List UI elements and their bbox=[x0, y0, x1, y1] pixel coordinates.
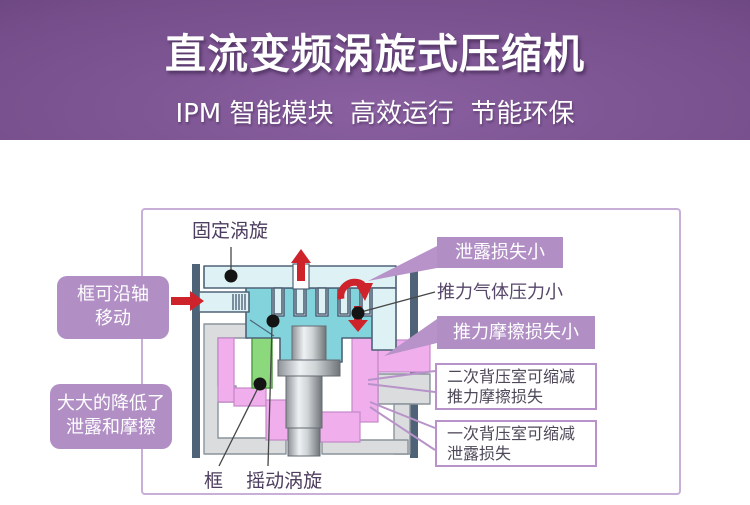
callout-frame-axial-move: 框可沿轴 移动 bbox=[57, 276, 169, 339]
callout-reduce-leak-friction: 大大的降低了 泄露和摩擦 bbox=[50, 384, 172, 449]
header-banner: 直流变频涡旋式压缩机 IPM 智能模块 高效运行 节能环保 bbox=[0, 0, 750, 140]
callout-thrust-friction-small: 推力摩擦损失小 bbox=[437, 316, 595, 349]
callout-leak-loss-small: 泄露损失小 bbox=[437, 237, 563, 268]
callout-secondary-back-pressure: 二次背压室可缩减 推力摩擦损失 bbox=[435, 363, 597, 410]
label-fixed-scroll: 固定涡旋 bbox=[192, 220, 269, 242]
diagram-panel bbox=[141, 208, 681, 495]
callout-primary-back-pressure: 一次背压室可缩减 泄露损失 bbox=[435, 420, 597, 467]
label-frame: 框 bbox=[204, 470, 224, 492]
label-orbiting-scroll: 摇动涡旋 bbox=[246, 470, 323, 492]
label-thrust-gas-pressure: 推力气体压力小 bbox=[437, 282, 563, 303]
page-subtitle: IPM 智能模块 高效运行 节能环保 bbox=[175, 99, 575, 129]
bottom-part-labels: 框 摇动涡旋 bbox=[204, 466, 322, 493]
page-title: 直流变频涡旋式压缩机 bbox=[165, 30, 585, 78]
